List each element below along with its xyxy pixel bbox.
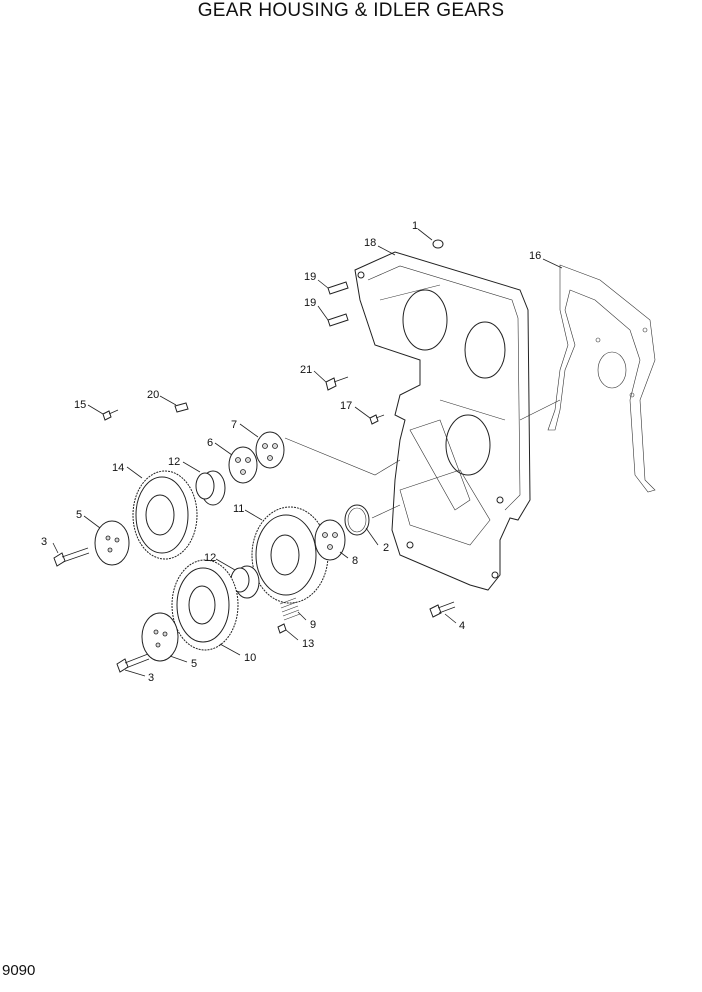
leader-lines — [52, 228, 563, 677]
bolt-housing-lower — [429, 601, 456, 618]
idler-gear-upper — [132, 470, 198, 560]
callout-18: 18 — [364, 237, 376, 249]
callout-4: 4 — [459, 620, 465, 632]
callout-17: 17 — [340, 400, 352, 412]
callout-2: 2 — [383, 542, 389, 554]
thrust-plate-lower — [141, 612, 179, 662]
callout-15: 15 — [74, 399, 86, 411]
callout-12-lower: 12 — [204, 552, 216, 564]
callout-14: 14 — [112, 462, 124, 474]
bolt-upper — [53, 547, 90, 567]
assembly-lines — [284, 399, 561, 519]
thrust-plate-upper — [94, 520, 130, 566]
hub-flange — [255, 431, 285, 469]
gear-housing — [354, 251, 531, 591]
callout-6: 6 — [207, 437, 213, 449]
callout-5-lower: 5 — [191, 658, 197, 670]
callout-7: 7 — [231, 419, 237, 431]
seal-ring — [344, 504, 370, 536]
bushing-lower — [230, 565, 260, 599]
bolt-lower — [116, 653, 150, 673]
callout-19-upper: 19 — [304, 271, 316, 283]
housing-bolts — [325, 376, 385, 425]
gear-housing-gasket — [547, 264, 656, 493]
pin-parts — [327, 281, 349, 327]
hub-upper — [228, 446, 258, 484]
callout-20: 20 — [147, 389, 159, 401]
callout-13: 13 — [302, 638, 314, 650]
callout-16: 16 — [529, 250, 541, 262]
callout-8: 8 — [352, 555, 358, 567]
dowel-pin-part — [432, 239, 444, 249]
callout-12-upper: 12 — [168, 456, 180, 468]
callout-1: 1 — [412, 220, 418, 232]
page-code: 9090 — [2, 962, 36, 979]
bushing-upper — [195, 470, 226, 506]
callout-labels: 1 18 19 19 16 21 17 15 20 7 6 12 14 5 3 … — [41, 220, 541, 684]
callout-21: 21 — [300, 364, 312, 376]
small-bolts — [102, 402, 189, 421]
small-screw — [277, 623, 287, 634]
callout-11: 11 — [233, 503, 244, 515]
callout-5-upper: 5 — [76, 509, 82, 521]
callout-9: 9 — [310, 619, 316, 631]
idler-gear-middle — [251, 506, 329, 604]
idler-gear-lower — [171, 559, 239, 651]
hub-middle — [314, 519, 346, 561]
callout-3-upper: 3 — [41, 536, 47, 548]
page-title: GEAR HOUSING & IDLER GEARS — [197, 0, 505, 21]
callout-19-lower: 19 — [304, 297, 316, 309]
callout-10: 10 — [244, 652, 256, 664]
callout-3-lower: 3 — [148, 672, 154, 684]
spring-part — [279, 597, 301, 621]
